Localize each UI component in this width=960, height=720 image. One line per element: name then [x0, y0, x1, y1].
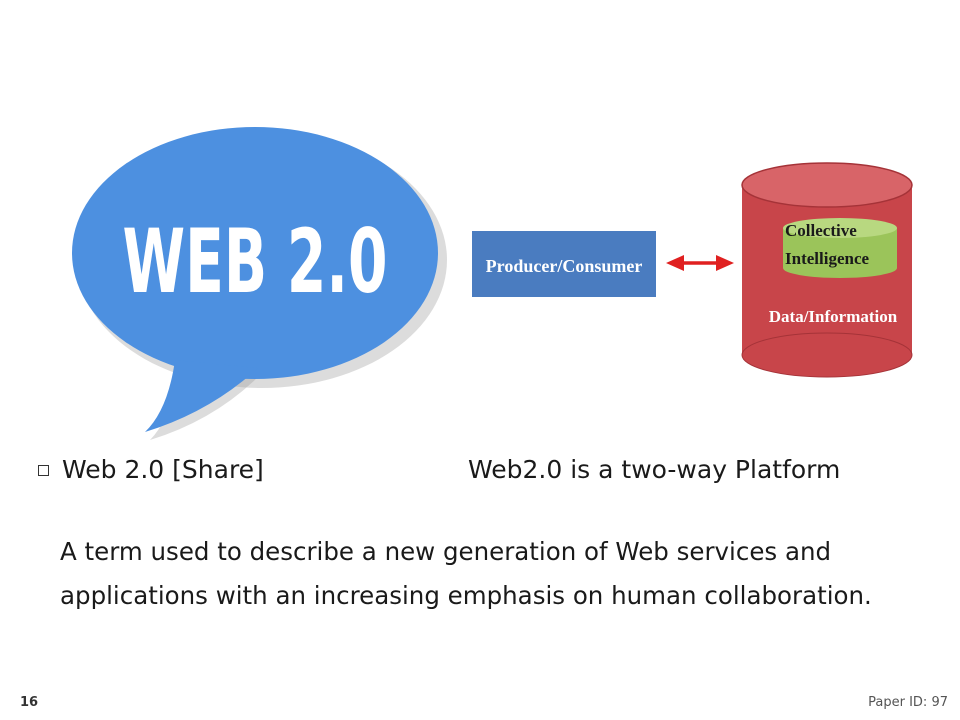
- db-label-line1: Collective: [785, 221, 857, 240]
- platform-statement: Web2.0 is a two-way Platform: [468, 455, 841, 484]
- paper-id: Paper ID: 97: [868, 695, 948, 710]
- database-cylinder-icon: Collective Intelligence Data/Information: [741, 162, 913, 378]
- bubble-text: WEB 2.0: [123, 210, 388, 313]
- producer-label: Producer/Consumer: [486, 256, 643, 276]
- producer-consumer-box: Producer/Consumer: [472, 231, 656, 297]
- square-bullet-icon: [38, 465, 49, 476]
- description-paragraph: A term used to describe a new generation…: [60, 537, 872, 610]
- page-number: 16: [20, 695, 39, 710]
- speech-bubble: WEB 2.0: [72, 127, 447, 440]
- db-label-bottom: Data/Information: [769, 307, 898, 326]
- db-label-line2: Intelligence: [785, 249, 869, 268]
- web20-diagram: WEB 2.0 Producer/Consumer Collective Int…: [72, 127, 913, 440]
- bullet-label: Web 2.0 [Share]: [62, 455, 264, 484]
- bullet-row: Web 2.0 [Share] Web2.0 is a two-way Plat…: [38, 452, 938, 492]
- double-arrow-icon: [666, 255, 734, 271]
- collective-intelligence-cylinder: [783, 218, 897, 278]
